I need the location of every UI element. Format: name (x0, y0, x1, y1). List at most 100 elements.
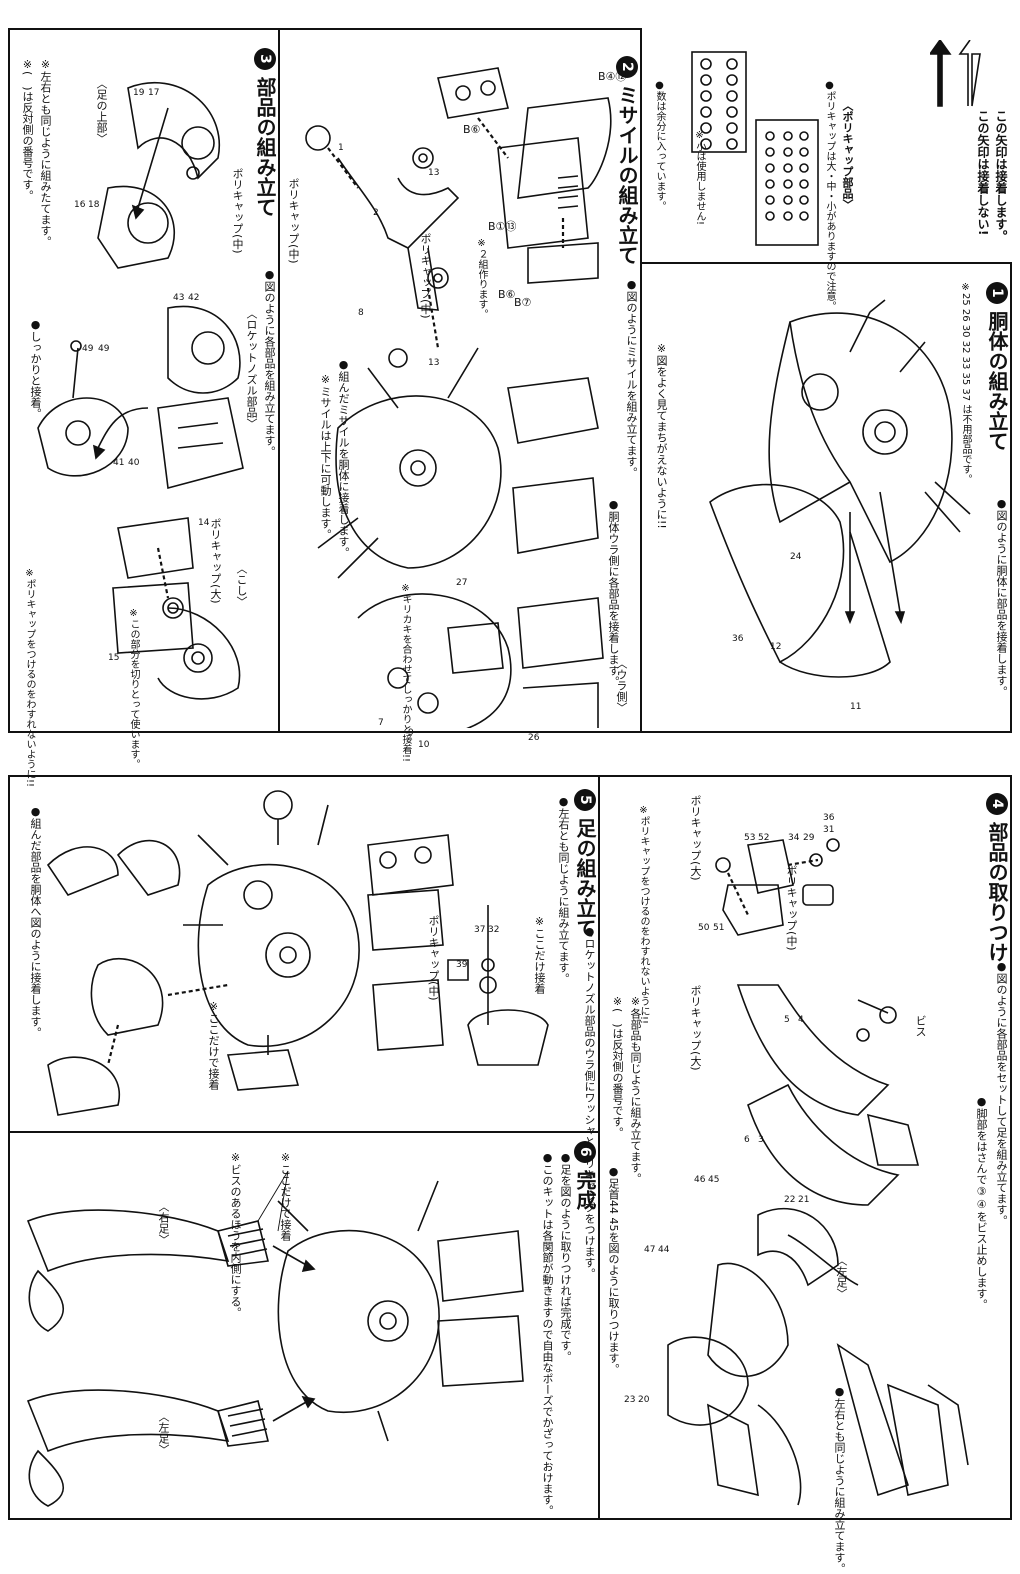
part-label-31: 31 (823, 825, 835, 835)
arrow-notice-noglue: この矢印は接着しない! (976, 110, 990, 236)
part-label-8: 8 (358, 308, 364, 318)
part-label-10: 10 (418, 740, 430, 750)
part-label-26: 26 (528, 733, 540, 743)
section-6-title: 6 完成 (570, 1141, 597, 1210)
section-4-forget-note: ※ポリキャップをつけるのをわすれないように!! (638, 805, 649, 1025)
part-label-13: 13 (428, 168, 440, 178)
missile-assembly-illustration (305, 67, 612, 728)
part-label-16: 16 (74, 200, 86, 210)
part-label-32: 32 (488, 925, 500, 935)
parts-assembly-illustration (37, 82, 244, 700)
section-4-title: 4 部品の取りつけ (982, 793, 1009, 962)
part-label-4: 4 (798, 1015, 804, 1025)
section-6-number: 6 (574, 1141, 596, 1163)
section-6-line1: ●足を図のように取りつければ完成です。 (559, 1151, 572, 1362)
polycap-panel: 〈ポリキャップ部品〉 ●ポリキャップは大・中・小がありますので注意。 ※小は使用… (640, 40, 860, 311)
part-label-21: 21 (798, 1195, 810, 1205)
section-6-left-leg: 〈左足〉 (157, 1411, 170, 1455)
part-label-20: 20 (638, 1395, 650, 1405)
section-5-heading: 足の組み立て (573, 817, 597, 938)
section-5-number: 5 (574, 789, 596, 811)
section-6-line2: ●このキットは各関節が動きますので自由なポーズでかざっておけます。 (541, 1151, 554, 1516)
part-label-36b: 36 (823, 813, 835, 823)
part-label-5: 5 (784, 1015, 790, 1025)
section-2-title: 2 ミサイルの組み立て (612, 56, 639, 265)
part-label-52: 52 (758, 833, 770, 843)
part-label-b1-13: B①⑬ (488, 220, 517, 233)
part-label-6: 6 (744, 1135, 750, 1145)
section-3-paren-note: ※( )は反対側の番号です。 (21, 58, 34, 201)
section-1-unused: ※25 26 30 32 33 35 37 は不用部品です。 (960, 282, 971, 485)
section-2-polycap-2: ポリキャップ(中) (287, 178, 300, 264)
section-1-heading: 胴体の組み立て (985, 310, 1009, 451)
section-3-lr-note: ※左右とも同じように組みたてます。 (39, 58, 52, 247)
part-label-24: 24 (790, 552, 802, 562)
section-4-toe-note: ●足首44 45を図のように取りつけます。 (607, 1165, 620, 1375)
part-label-15: 15 (108, 653, 120, 663)
section-3-nozzle-instruction: ●図のように各部品を組み立てます。 (263, 268, 276, 457)
leg-assembly-illustration (667, 838, 969, 1506)
part-label-b6: B⑥ (463, 123, 481, 136)
part-label-47: 47 (644, 1245, 656, 1255)
section-2-number: 2 (616, 56, 638, 78)
section-2-instruction: ●図のようにミサイルを組み立てます。 (625, 278, 638, 478)
part-label-19: 19 (133, 88, 145, 98)
section-3-number: 3 (254, 48, 276, 70)
section-3-cut-note: ※この部分を切りとって使います。 (128, 608, 139, 769)
part-label-27: 27 (456, 578, 468, 588)
part-label-53: 53 (744, 833, 756, 843)
polycap-small-note: ※小は使用しません! (694, 130, 705, 226)
section-5-nozzle-note: ●ロケットノズル部品のウラ側にワッシャとポリキャップをつけます。 (583, 925, 596, 1279)
polycap-sprue-image (691, 51, 819, 246)
part-label-12: 12 (770, 642, 782, 652)
spare-note: ●数は余分に入っています。 (654, 80, 665, 211)
part-label-3: 3 (758, 1135, 764, 1145)
section-4-number: 4 (986, 793, 1008, 815)
section-4: 4 部品の取りつけ ●図のように各部品をセットして足を組み立てます。 ●脚部をは… (598, 775, 1012, 1574)
arrow-legend-icons (930, 40, 981, 107)
part-label-42: 42 (188, 293, 200, 303)
part-label-14: 14 (198, 518, 210, 528)
completed-model-illustration (26, 1170, 524, 1507)
section-1-instruction: ●図のように胴体に部品を接着します。 (995, 497, 1008, 697)
section-3: 3 部品の組み立て ポリキャップ(中) 〈足の上部〉 ※左右とも同じように組みた… (8, 28, 280, 787)
section-4-heading: 部品の取りつけ (985, 821, 1009, 962)
arrow-notice: この矢印は接着します。 この矢印は接着しない! (860, 40, 1010, 242)
part-label-23: 23 (624, 1395, 636, 1405)
instruction-sheet: この矢印は接着します。 この矢印は接着しない! 〈ポリキャップ部品〉 ●ポリキャ… (8, 28, 1012, 1574)
section-4-lr-same: ●左右とも同じように組み立てます。 (833, 1385, 846, 1574)
section-2-body-inner-note: ●胴体ウラ側に各部品を接着します。 (607, 498, 620, 687)
part-label-43: 43 (173, 293, 185, 303)
polycap-note: ●ポリキャップは大・中・小がありますので注意。 (824, 80, 835, 311)
part-label-13b: 13 (428, 358, 440, 368)
section-5-title: 5 足の組み立て (570, 789, 597, 938)
section-2-pair-note: ※２組作ります。 (476, 238, 487, 319)
section-3-polycap-large: ポリキャップ(大) (209, 518, 222, 604)
body-assembly-illustration (709, 299, 971, 678)
section-4-polycap-large-2: ポリキャップ(大) (689, 985, 702, 1071)
part-label-44: 44 (658, 1245, 670, 1255)
part-label-29: 29 (803, 833, 815, 843)
part-label-49b: 49 (82, 344, 94, 354)
part-label-1: 1 (338, 143, 344, 153)
section-6-heading: 完成 (573, 1169, 597, 1210)
part-label-50: 50 (698, 923, 710, 933)
part-label-18: 18 (88, 200, 100, 210)
section-1: 1 胴体の組み立て ●図のように胴体に部品を接着します。 ※25 26 30 3… (640, 262, 1012, 733)
section-3-nozzle-heading: 〈ロケットノズル部品〉 (245, 308, 258, 429)
section-1-title: 1 胴体の組み立て (982, 282, 1009, 451)
part-label-7: 7 (378, 718, 384, 728)
section-4-screw-note: ●脚部をはさんで③④をビス止めします。 (975, 1095, 988, 1310)
section-2-attach-note: ●組んだミサイルを胴体に接着します。 (337, 358, 350, 558)
section-2-move-note: ※ミサイルは上下に可動します。 (319, 373, 332, 540)
leg-attach-illustration (46, 790, 549, 1116)
part-label-34: 34 (788, 833, 800, 843)
section-5-glue-here: ※ここだけ接着 (533, 915, 546, 994)
section-4-instruction: ●図のように各部品をセットして足を組み立てます。 (995, 960, 1008, 1226)
part-label-22: 22 (784, 1195, 796, 1205)
part-label-46: 46 (694, 1175, 706, 1185)
section-4-polycap-large: ポリキャップ(大) (689, 795, 702, 881)
section-3-heading: 部品の組み立て (253, 76, 277, 217)
section-5-glue-here-2: ※ここだけで接着 (207, 1000, 220, 1090)
section-1-caution: ※図をよく見てまちがえないように!! (655, 342, 668, 529)
